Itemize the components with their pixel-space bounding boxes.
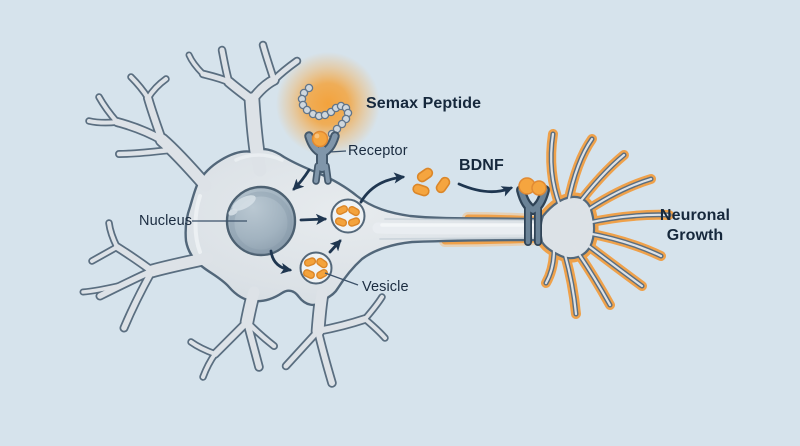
bdnf-molecule <box>412 183 430 197</box>
pathway-arrows <box>269 168 514 274</box>
arrow-bdnf-to-receptor <box>457 182 514 197</box>
arrow-nucleus-to-vesicle <box>299 213 328 225</box>
label-bdnf: BDNF <box>459 157 504 174</box>
vesicle-cargo <box>302 257 328 280</box>
arrow-nucleus-to-lower-vesicle <box>269 249 293 274</box>
arrow-vesicle-to-vesicle <box>328 239 342 254</box>
leader-line-receptor <box>329 150 347 153</box>
nucleus-highlight <box>232 195 256 211</box>
bdnf-ligand <box>518 177 547 196</box>
bdnf-molecule <box>416 167 434 183</box>
vesicle-icon-lower <box>299 251 333 285</box>
leader-line-vesicle <box>324 272 359 286</box>
vesicle-cargo <box>334 205 361 227</box>
terminal-receptor-icon <box>516 177 550 246</box>
receptor-icon <box>304 130 340 185</box>
label-receptor: Receptor <box>348 143 408 159</box>
bdnf-molecule <box>435 176 451 194</box>
soma-highlights <box>193 153 541 254</box>
arrow-receptor-to-nucleus <box>292 168 311 191</box>
arrow-vesicle-release <box>359 172 406 204</box>
label-neuronal-growth: Neuronal Growth <box>659 207 731 244</box>
bdnf-molecules <box>412 167 451 197</box>
vesicle-icon-upper <box>330 198 366 234</box>
semax-glow <box>276 52 380 156</box>
leader-lines <box>192 150 359 286</box>
label-nucleus: Nucleus <box>139 213 193 229</box>
label-vesicle: Vesicle <box>362 279 409 295</box>
peptide-chain <box>297 83 353 139</box>
receptor-ligand <box>311 130 329 148</box>
nucleus-icon <box>225 185 297 257</box>
label-semax-peptide: Semax Peptide <box>366 95 482 112</box>
soma-and-axon <box>184 147 543 307</box>
